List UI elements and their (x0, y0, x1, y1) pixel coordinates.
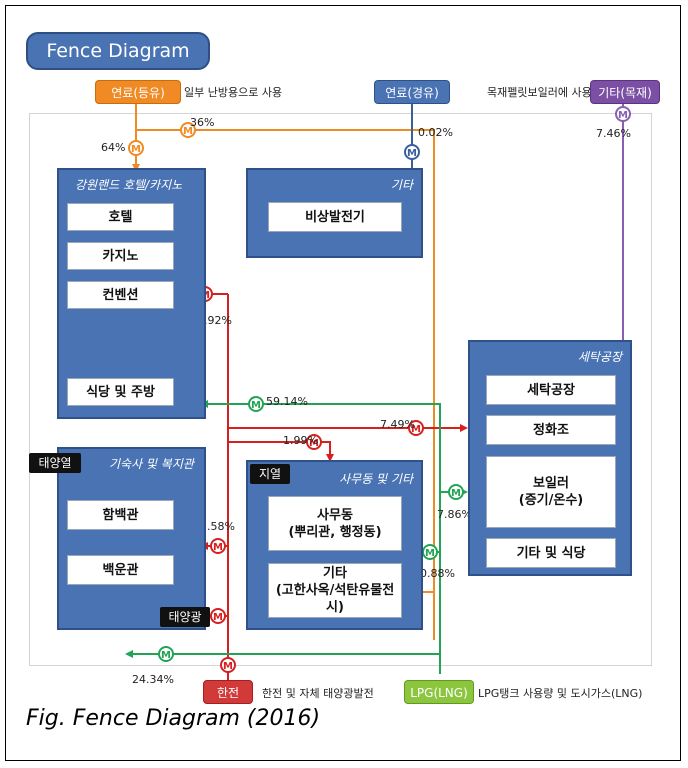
group-dormitory: 기숙사 및 복지관 (57, 447, 206, 630)
group-title: 강원랜드 호텔/카지노 (75, 178, 183, 192)
svg-text:M: M (161, 650, 171, 661)
node-hambaek: 함백관 (67, 500, 174, 530)
meter-icon: M (158, 646, 174, 662)
source-kepco: 한전 (203, 680, 253, 704)
node-casino: 카지노 (67, 242, 174, 270)
meter-icon: M (408, 420, 424, 436)
pct-label: 7.46% (596, 127, 631, 140)
node-boiler: 보일러 (증기/온수) (486, 456, 616, 528)
flow-lpg-to-kitchen (205, 403, 441, 674)
svg-text:M: M (213, 612, 223, 623)
meter-icon: M (180, 122, 196, 138)
pct-label: 24.34% (132, 673, 174, 686)
tag-solar-power: 태양광 (160, 607, 210, 627)
node-kitchen: 식당 및 주방 (67, 378, 174, 406)
node-septic-tank: 정화조 (486, 415, 616, 445)
tag-solar-heat: 태양열 (29, 453, 81, 473)
node-baegun: 백운관 (67, 555, 174, 585)
svg-text:M: M (618, 110, 628, 121)
node-laundry-plant: 세탁공장 (486, 375, 616, 405)
figure-caption: Fig. Fence Diagram (2016) (26, 706, 321, 731)
svg-text:M: M (223, 661, 233, 672)
source-light-oil: 연료(경유) (374, 80, 450, 104)
tag-geothermal: 지열 (250, 464, 290, 484)
diagram-area (29, 113, 652, 666)
meter-icon: M (210, 608, 226, 624)
pct-label: 36% (190, 116, 215, 129)
group-title: 기타 (390, 178, 413, 192)
group-title: 기숙사 및 복지관 (109, 457, 194, 471)
group-title: 사무동 및 기타 (339, 472, 413, 486)
lpg-note: LPG탱크 사용량 및 도시가스(LNG) (478, 687, 643, 700)
svg-text:M: M (183, 126, 193, 137)
flow-fuel-oil-36 (136, 129, 435, 640)
pct-label: 0.88% (420, 567, 455, 580)
meter-icon: M (210, 538, 226, 554)
node-other-cafeteria: 기타 및 식당 (486, 538, 616, 568)
meter-icon: M (615, 106, 631, 122)
meter-icon: M (248, 396, 264, 412)
pct-label: 59.14% (266, 395, 308, 408)
figure-frame (5, 5, 681, 761)
diagram-title: Fence Diagram (26, 32, 210, 70)
flow-to-office (228, 441, 331, 458)
pct-label: 1.99% (283, 434, 318, 447)
pct-label: 64% (101, 141, 126, 154)
source-other-wood: 기타(목재) (590, 80, 660, 104)
svg-text:M: M (213, 542, 223, 553)
meter-icon: M (448, 484, 464, 500)
svg-text:M: M (407, 148, 417, 159)
node-other-museum: 기타 (고한사옥/석탄유물전시) (268, 563, 402, 618)
pct-label: 0.02% (418, 126, 453, 139)
meter-icon: M (220, 657, 236, 673)
svg-text:M: M (411, 424, 421, 435)
svg-text:M: M (425, 548, 435, 559)
meter-icon: M (306, 434, 322, 450)
node-emergency-generator: 비상발전기 (268, 202, 402, 232)
pct-label: 7.58% (200, 520, 235, 533)
node-hotel: 호텔 (67, 203, 174, 231)
meter-icon: M (128, 140, 144, 156)
wood-note: 목재펠릿보일러에 사용 (487, 86, 592, 99)
pct-label: 7.86% (437, 508, 472, 521)
svg-text:M: M (309, 438, 319, 449)
source-fuel-oil: 연료(등유) (95, 80, 181, 104)
pct-label: 7.49% (380, 418, 415, 431)
node-convention: 컨벤션 (67, 281, 174, 309)
meter-icon: M (404, 144, 420, 160)
node-office-building: 사무동 (뿌리관, 행정동) (268, 496, 402, 551)
meter-icon: M (422, 544, 438, 560)
svg-text:M: M (451, 488, 461, 499)
fuel-oil-note: 일부 난방용으로 사용 (184, 86, 283, 99)
source-lpg: LPG(LNG) (404, 680, 474, 704)
svg-text:M: M (131, 144, 141, 155)
group-title: 세탁공장 (577, 350, 622, 364)
kepco-note: 한전 및 자체 태양광발전 (262, 687, 374, 700)
svg-text:M: M (251, 400, 261, 411)
